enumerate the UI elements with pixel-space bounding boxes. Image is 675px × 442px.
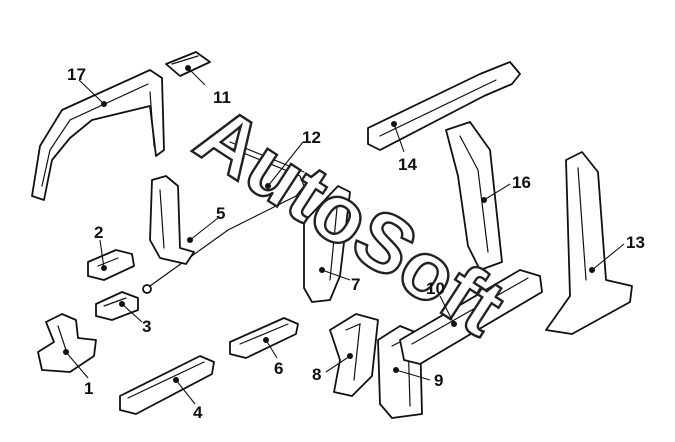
callout-labels: 17 11 12 5 2 3 1 4 6 7 8 9 10 14 16 13 xyxy=(67,65,645,422)
callout-1[interactable]: 1 xyxy=(84,379,93,398)
part-1-bracket[interactable] xyxy=(37,313,97,373)
callout-4[interactable]: 4 xyxy=(193,403,203,422)
callout-8[interactable]: 8 xyxy=(312,365,321,384)
callout-16[interactable]: 14 xyxy=(398,155,417,174)
part-17-b-pillar[interactable] xyxy=(445,121,503,271)
part-10-sill-rail[interactable] xyxy=(399,269,543,365)
callout-6[interactable]: 6 xyxy=(274,359,283,378)
part-4-sill[interactable] xyxy=(119,355,215,415)
callout-12[interactable]: 17 xyxy=(67,65,86,84)
part-13-bracket[interactable] xyxy=(165,51,211,77)
callout-10[interactable]: 10 xyxy=(426,279,445,298)
callout-14[interactable]: 12 xyxy=(302,128,321,147)
callout-3[interactable]: 3 xyxy=(142,317,151,336)
leader-lines xyxy=(63,65,625,405)
callout-9[interactable]: 9 xyxy=(434,371,443,390)
callout-11[interactable]: 13 xyxy=(626,233,645,252)
callout-2[interactable]: 2 xyxy=(94,223,103,242)
part-16-roof-rail[interactable] xyxy=(367,61,521,151)
callout-7[interactable]: 7 xyxy=(351,275,360,294)
part-7-pillar-inner[interactable] xyxy=(303,185,351,303)
part-8-lower-bracket[interactable] xyxy=(329,313,379,397)
callout-5[interactable]: 5 xyxy=(216,204,225,223)
callout-17[interactable]: 16 xyxy=(512,173,531,192)
part-3-block[interactable] xyxy=(95,291,139,321)
part-2-clip[interactable] xyxy=(87,249,135,281)
part-11-rear-pillar[interactable] xyxy=(545,151,633,335)
part-5-14-cable[interactable] xyxy=(142,141,305,294)
part-a-pillar-trim[interactable] xyxy=(149,175,195,265)
part-12-roof-pillar-frame[interactable] xyxy=(31,69,165,201)
callout-13[interactable]: 11 xyxy=(213,88,231,107)
